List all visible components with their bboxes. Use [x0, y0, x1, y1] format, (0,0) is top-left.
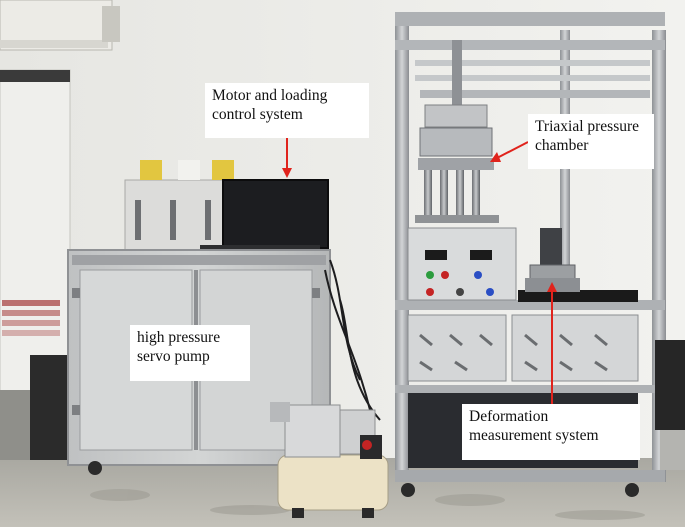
- air-conditioner: [0, 0, 120, 51]
- label-motor-control-line2: control system: [212, 106, 303, 123]
- arrow-triaxial-chamber: [496, 141, 529, 159]
- air-compressor: [270, 402, 389, 518]
- label-servo-pump-line1: high pressure: [137, 329, 221, 346]
- triaxial-chamber-device: [415, 40, 499, 223]
- label-motor-control-line1: Motor and loading: [212, 87, 328, 104]
- label-servo-pump: high pressure servo pump: [130, 325, 250, 381]
- label-deformation-line1: Deformation: [469, 408, 549, 425]
- annotation-arrows: [282, 138, 557, 404]
- label-deformation: Deformation measurement system: [462, 404, 640, 460]
- floor-stains: [90, 489, 645, 520]
- control-panel-box: [407, 227, 517, 301]
- label-servo-pump-line2: servo pump: [137, 348, 210, 365]
- label-triaxial-chamber-line2: chamber: [535, 137, 589, 154]
- label-triaxial-chamber-line1: Triaxial pressure: [535, 118, 640, 135]
- label-triaxial-chamber: Triaxial pressure chamber: [528, 114, 654, 169]
- cables: [324, 259, 381, 421]
- label-deformation-line2: measurement system: [469, 427, 599, 444]
- back-gauge-panel: [124, 160, 234, 256]
- right-floor-blocks: [655, 340, 685, 470]
- label-motor-control: Motor and loading control system: [205, 83, 369, 138]
- left-white-cabinet: [0, 69, 71, 460]
